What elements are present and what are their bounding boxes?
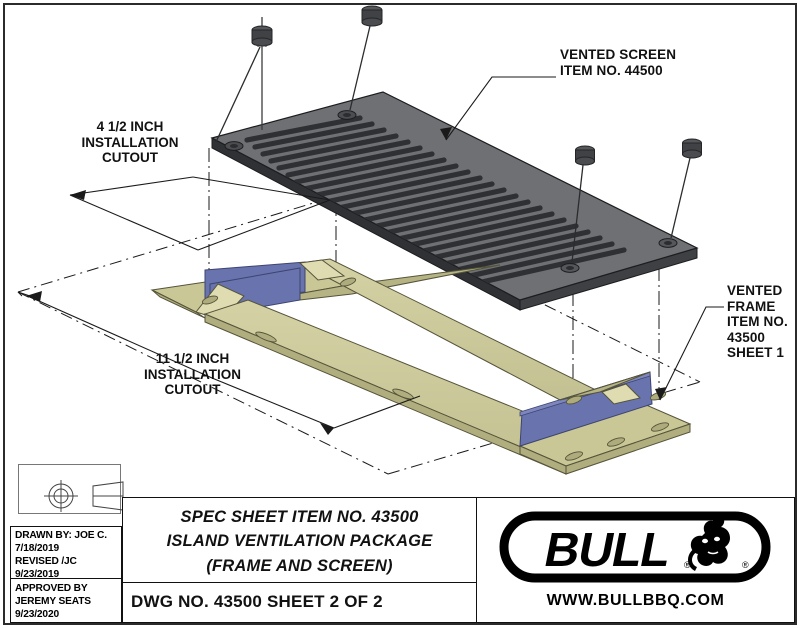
vented-frame-part	[150, 258, 692, 475]
registered-mark-right: ®	[742, 560, 749, 570]
screw-2	[349, 5, 383, 111]
vented-screen-part	[210, 91, 699, 311]
title-block: DRAWN BY: JOE C. 7/18/2019 REVISED /JC 9…	[5, 458, 795, 623]
spec-title-text: SPEC SHEET ITEM NO. 43500 ISLAND VENTILA…	[166, 508, 433, 575]
screw-1	[215, 17, 273, 143]
approved-by-cell: APPROVED BY JEREMY SEATS 9/23/2020	[10, 579, 122, 623]
leader-lines	[440, 76, 724, 401]
cutout-width-dimension-label: 4 1/2 INCH INSTALLATION CUTOUT	[81, 119, 179, 166]
drawn-by-cell: DRAWN BY: JOE C. 7/18/2019 REVISED /JC 9…	[10, 526, 122, 580]
spec-title-cell: SPEC SHEET ITEM NO. 43500 ISLAND VENTILA…	[122, 497, 477, 583]
dimension-lines	[17, 176, 421, 435]
bull-head-icon	[688, 513, 730, 571]
screen-screw-holes	[224, 110, 678, 273]
drawn-by-text: DRAWN BY: JOE C. 7/18/2019 REVISED /JC 9…	[15, 530, 107, 580]
dimension-extension-lines	[17, 176, 331, 297]
third-angle-projection-symbol	[44, 480, 124, 512]
registered-mark-left: ®	[684, 560, 691, 570]
brand-logo-cell: BULL ® ® WWW.BULLBBQ.COM	[477, 497, 795, 623]
dwg-number-cell: DWG NO. 43500 SHEET 2 OF 2	[122, 583, 477, 623]
dwg-number-text: DWG NO. 43500 SHEET 2 OF 2	[131, 592, 383, 611]
bull-wordmark: BULL	[540, 523, 675, 576]
mounting-screws	[215, 5, 702, 263]
cutout-length-dimension-label: 11 1/2 INCH INSTALLATION CUTOUT	[144, 351, 241, 398]
approved-by-text: APPROVED BY JEREMY SEATS 9/23/2020	[15, 583, 91, 620]
website-url: WWW.BULLBBQ.COM	[546, 592, 725, 609]
vented-frame-callout: VENTED FRAME ITEM NO. 43500 SHEET 1	[727, 283, 788, 361]
screw-3	[571, 145, 595, 263]
bull-logo: BULL ® ®	[499, 511, 771, 583]
screw-4	[670, 138, 702, 239]
projection-symbol-box	[18, 464, 124, 514]
svg-text:BULL: BULL	[540, 523, 675, 576]
vented-screen-callout: VENTED SCREEN ITEM NO. 44500	[560, 47, 677, 78]
